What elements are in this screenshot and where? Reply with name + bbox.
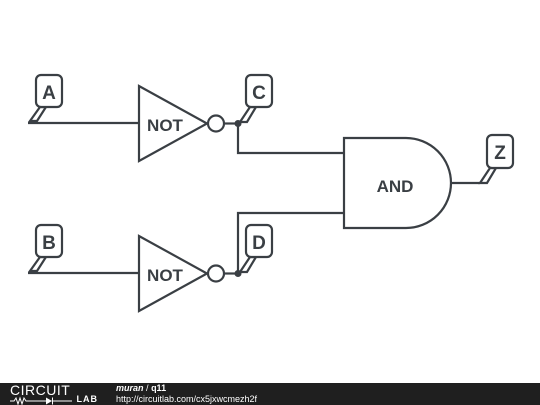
node-d[interactable]: D <box>237 223 274 274</box>
path-separator: / <box>146 383 149 393</box>
url-line: http://circuitlab.com/cx5jxwcmezh2f <box>116 394 257 405</box>
circuit-url-link[interactable]: http://circuitlab.com/cx5jxwcmezh2f <box>116 394 258 404</box>
and-gate-label: AND <box>377 177 414 196</box>
node-c[interactable]: C <box>237 73 274 124</box>
footer-bar: CIRCUIT LAB muran / q11 http://circuitla… <box>0 383 540 405</box>
circuit-schematic: A B NOT NOT C <box>27 73 515 313</box>
logo-circuit-text: CIRCUIT <box>10 382 71 398</box>
input-a-label: A <box>42 83 56 104</box>
and-gate-body <box>342 136 453 230</box>
input-a[interactable]: A <box>27 73 64 123</box>
wire-d-to-and <box>236 211 344 274</box>
not-gate-bottom[interactable]: NOT <box>137 234 226 313</box>
node-c-label: C <box>252 83 266 104</box>
resistor-diode-icon <box>10 396 72 405</box>
node-d-pointer <box>237 255 258 274</box>
node-d-tag <box>244 223 274 259</box>
circuitlab-logo[interactable]: CIRCUIT LAB <box>10 382 98 405</box>
not-gate-top-bubble <box>206 114 226 133</box>
output-z[interactable]: Z <box>477 133 515 185</box>
output-z-label: Z <box>494 143 506 164</box>
output-z-tag <box>485 133 515 170</box>
input-b[interactable]: B <box>27 223 64 273</box>
wire-c-to-and <box>236 123 344 155</box>
and-gate[interactable]: AND <box>342 136 453 230</box>
node-c-tag <box>244 73 274 109</box>
circuit-title-link[interactable]: q11 <box>151 383 167 393</box>
not-gate-bottom-bubble <box>206 264 226 283</box>
node-c-pointer <box>237 105 258 124</box>
input-b-tag <box>34 223 64 259</box>
author-link[interactable]: muran <box>116 383 144 393</box>
not-gate-top-body <box>137 84 210 163</box>
input-a-pointer <box>27 105 49 123</box>
not-gate-top[interactable]: NOT <box>137 84 226 163</box>
node-d-label: D <box>252 233 266 254</box>
not-gate-top-label: NOT <box>147 116 184 135</box>
input-b-pointer <box>27 255 49 273</box>
author-title-line: muran / q11 <box>116 383 257 394</box>
output-z-pointer <box>477 166 498 185</box>
circuit-meta: muran / q11 http://circuitlab.com/cx5jxw… <box>116 383 257 405</box>
input-b-label: B <box>42 233 56 254</box>
not-gate-bottom-body <box>137 234 210 313</box>
logo-lab-text: LAB <box>76 394 98 404</box>
not-gate-bottom-label: NOT <box>147 266 184 285</box>
input-a-tag <box>34 73 64 109</box>
